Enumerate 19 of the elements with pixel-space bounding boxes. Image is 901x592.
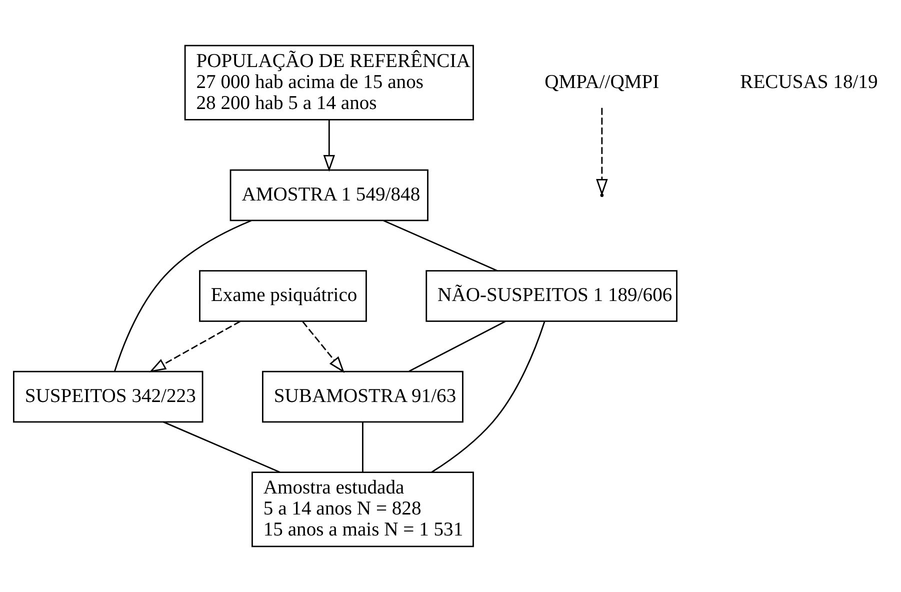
- node-box: Exame psiquátrico: [199, 270, 367, 322]
- arrow: [323, 120, 336, 172]
- connector: [383, 220, 498, 272]
- arrow: [596, 108, 608, 196]
- node-box: NÃO-SUSPEITOS 1 189/606: [426, 270, 678, 322]
- connector: [408, 320, 506, 372]
- node-box: AMOSTRA 1 549/848: [230, 169, 428, 222]
- node-box: Amostra estudada 5 a 14 anos N = 828 15 anos a mais N = 1 531: [252, 472, 474, 548]
- connector: [114, 220, 252, 372]
- arrow: [149, 320, 241, 372]
- label: RECUSAS 18/19: [740, 72, 878, 93]
- connector: [362, 422, 364, 472]
- arrow: [302, 321, 345, 374]
- connector: [431, 321, 546, 473]
- node-box: SUBAMOSTRA 91/63: [262, 370, 464, 423]
- node-text: QMPA//QMPI: [544, 72, 660, 93]
- node-box: POPULAÇÃO DE REFERÊNCIA 27 000 hab acima de 15 anos 28 200 hab 5 a 14 anos: [184, 44, 474, 120]
- connector: [163, 421, 280, 473]
- node-box: SUSPEITOS 342/223: [13, 370, 204, 423]
